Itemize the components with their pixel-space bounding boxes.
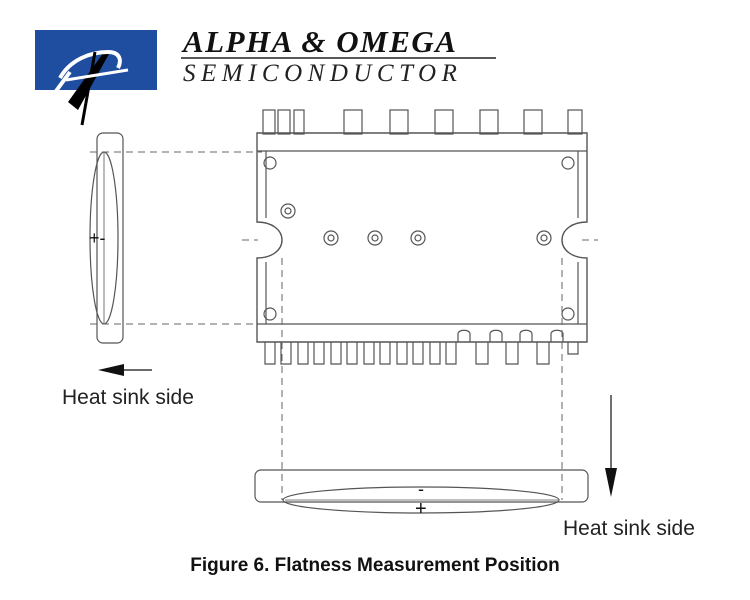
bottom-projection-lines — [281, 258, 563, 500]
figure-caption: Figure 6. Flatness Measurement Position — [190, 555, 560, 576]
brand-subtitle: SEMICONDUCTOR — [183, 60, 463, 87]
heat-sink-label-left: Heat sink side — [62, 386, 194, 409]
heat-sink-label-bottom: Heat sink side — [563, 517, 695, 540]
logo-mark — [35, 30, 157, 126]
left-signs: +- — [89, 228, 106, 248]
module-top-view — [256, 109, 588, 365]
side-plate-left — [96, 132, 124, 344]
bottom-side-view — [254, 469, 589, 514]
flatness-ellipse-bottom — [282, 486, 560, 514]
left-projection-lines — [90, 151, 598, 325]
side-plate-bottom — [254, 469, 589, 503]
left-arrow — [98, 364, 152, 376]
bottom-plus-sign: + — [415, 498, 427, 520]
bottom-minus-sign: - — [418, 479, 424, 499]
bottom-arrow — [605, 395, 617, 497]
logo-box — [35, 30, 157, 90]
module-body — [256, 132, 588, 343]
brand-name: ALPHA & OMEGA — [183, 24, 458, 59]
